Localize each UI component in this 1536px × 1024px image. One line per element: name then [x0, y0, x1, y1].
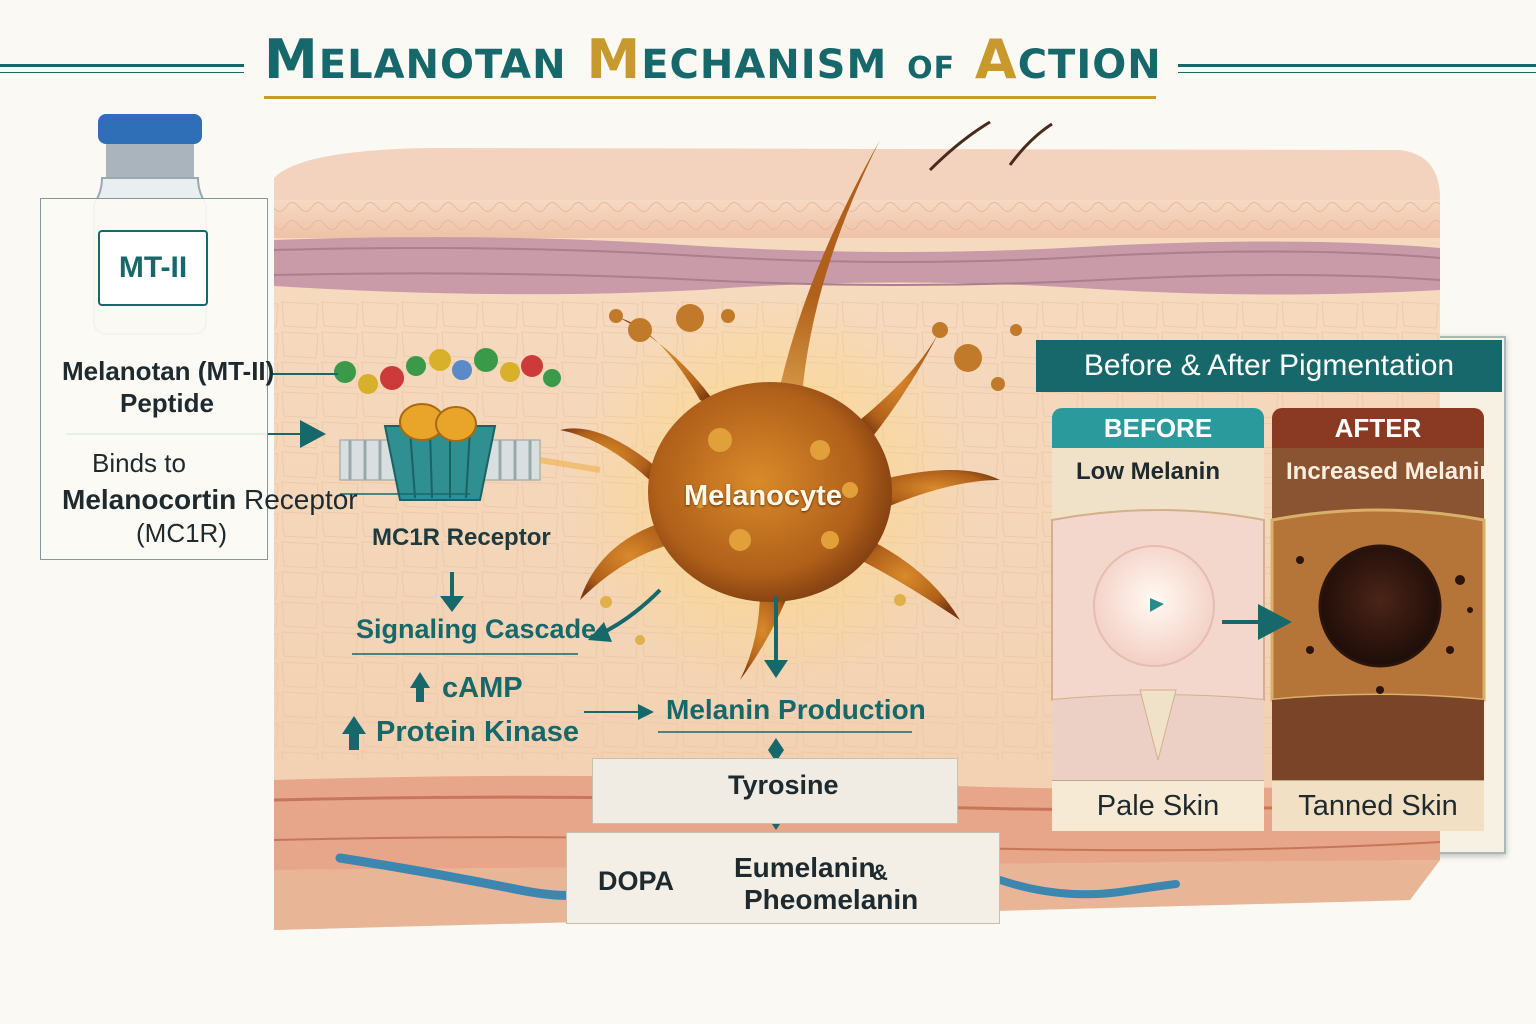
tyrosine-box [592, 758, 958, 824]
tyrosine-label: Tyrosine [728, 770, 839, 800]
title-cap-1: M [264, 28, 319, 91]
title-rule-right [1178, 64, 1536, 67]
title-rule-right-thin [1178, 72, 1536, 73]
mc1r-receptor-label: MC1R Receptor [372, 524, 551, 551]
camp-label: cAMP [442, 672, 523, 704]
melanocyte-label: Melanocyte [684, 480, 842, 512]
after-tab: AFTER [1272, 408, 1484, 448]
vial-label: MT-II [98, 230, 208, 306]
signaling-cascade-label: Signaling Cascade [356, 614, 597, 644]
receptor-name-rest: Receptor [236, 484, 358, 515]
increased-melanin-label: Increased Melanin [1286, 458, 1495, 485]
page-title: MELANOTAN MECHANISM OF ACTION [264, 28, 1161, 91]
before-tab: BEFORE [1052, 408, 1264, 448]
pale-skin-caption: Pale Skin [1052, 780, 1264, 831]
title-word-3: OF [907, 51, 956, 86]
title-cap-2: M [586, 28, 642, 91]
tanned-skin-caption: Tanned Skin [1272, 780, 1484, 831]
peptide-label-line2: Peptide [120, 388, 214, 418]
title-rule-left-thin [0, 72, 244, 73]
title-underline [264, 96, 1156, 99]
dopa-label: DOPA [598, 866, 675, 896]
title-word-2: ECHANISM [641, 42, 888, 88]
title-rule-left [0, 64, 244, 67]
ampersand-label: & [872, 860, 888, 885]
peptide-label-line1: Melanotan (MT-II) [62, 356, 275, 386]
eumelanin-label: Eumelanin [734, 852, 876, 883]
low-melanin-label: Low Melanin [1076, 458, 1220, 485]
before-after-header: Before & After Pigmentation [1036, 340, 1502, 392]
receptor-name-bold: Melanocortin [62, 484, 237, 515]
pheomelanin-label: Pheomelanin [744, 884, 919, 915]
receptor-name-label: Melanocortin Receptor [62, 484, 358, 516]
receptor-abbr-label: (MC1R) [136, 518, 227, 548]
protein-kinase-label: Protein Kinase [376, 716, 580, 748]
title-bar: MELANOTAN MECHANISM OF ACTION [0, 20, 1536, 110]
title-word-4: CTION [1017, 42, 1162, 88]
title-word-1: ELANOTAN [318, 42, 567, 88]
melanin-production-label: Melanin Production [666, 694, 926, 725]
binds-to-label: Binds to [92, 448, 186, 478]
dopa-box [566, 832, 1000, 924]
title-cap-4: A [974, 28, 1018, 91]
